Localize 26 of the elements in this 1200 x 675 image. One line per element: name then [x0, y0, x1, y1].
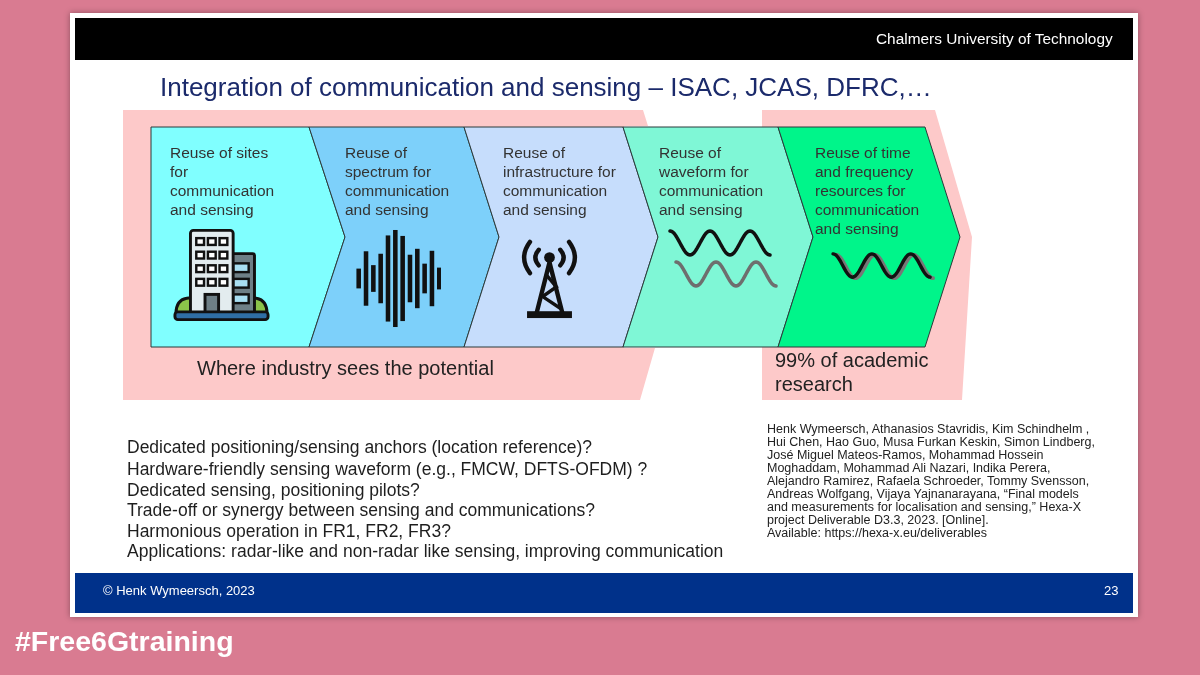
step-text: Reuse of waveform for communication and sensing [659, 143, 765, 219]
reference-text: Available: https://hexa-x.eu/deliverables [767, 527, 989, 540]
question-text: Dedicated positioning/sensing anchors (location reference)? [127, 437, 592, 458]
hashtag-text: #Free6Gtraining [15, 624, 234, 658]
step-text: Reuse of time and frequency resources for communication and sensing [815, 143, 921, 238]
step-text: Reuse of infrastructure for communication and sensing [503, 143, 617, 219]
chevron-step [623, 127, 813, 347]
chevron-step [151, 127, 345, 347]
reference-text: Henk Wymeersch, Athanasios Stavridis, Kim Schindhelm , Hui Chen, Hao Guo, Musa Furkan Keskin, Simon Lindberg, José Miguel Mateos-Ramos, Mohammad Hossein Moghaddam, Mohammad Ali Nazari, Indika Perera, Alejandro Ramirez, Rafaela Schroeder, Tommy Svensson, Andreas Wolfgang, Vijaya Yajnanarayana, “Final models and measurements for localisation and sensing,” Hexa-X project Deliverable D3.3, 2023. [Online]. [767, 423, 1096, 527]
chevron-step [778, 127, 960, 347]
step-text: Reuse of spectrum for communication and sensing [345, 143, 451, 219]
band-caption: 99% of academic research [775, 348, 930, 396]
step-text: Reuse of sites for communication and sensing [170, 143, 276, 219]
question-text: Hardware-friendly sensing waveform (e.g., FMCW, DFTS-OFDM) ? [127, 459, 648, 480]
question-text: Harmonious operation in FR1, FR2, FR3? [127, 521, 451, 542]
footer-text: © Henk Wymeersch, 2023 [103, 583, 255, 599]
highlight-band [123, 110, 658, 400]
band-caption: Where industry sees the potential [197, 356, 494, 380]
question-text: Applications: radar-like and non-radar like sensing, improving communication [127, 541, 724, 562]
highlight-band [762, 110, 972, 400]
page-number: 23 [1104, 583, 1119, 599]
slide-title: Integration of communication and sensing – ISAC, JCAS, DFRC,… [160, 71, 932, 103]
chevron-step [464, 127, 658, 347]
header-text: Chalmers University of Technology [876, 29, 1113, 49]
question-text: Dedicated sensing, positioning pilots? [127, 480, 420, 501]
question-text: Trade-off or synergy between sensing and communications? [127, 500, 595, 521]
